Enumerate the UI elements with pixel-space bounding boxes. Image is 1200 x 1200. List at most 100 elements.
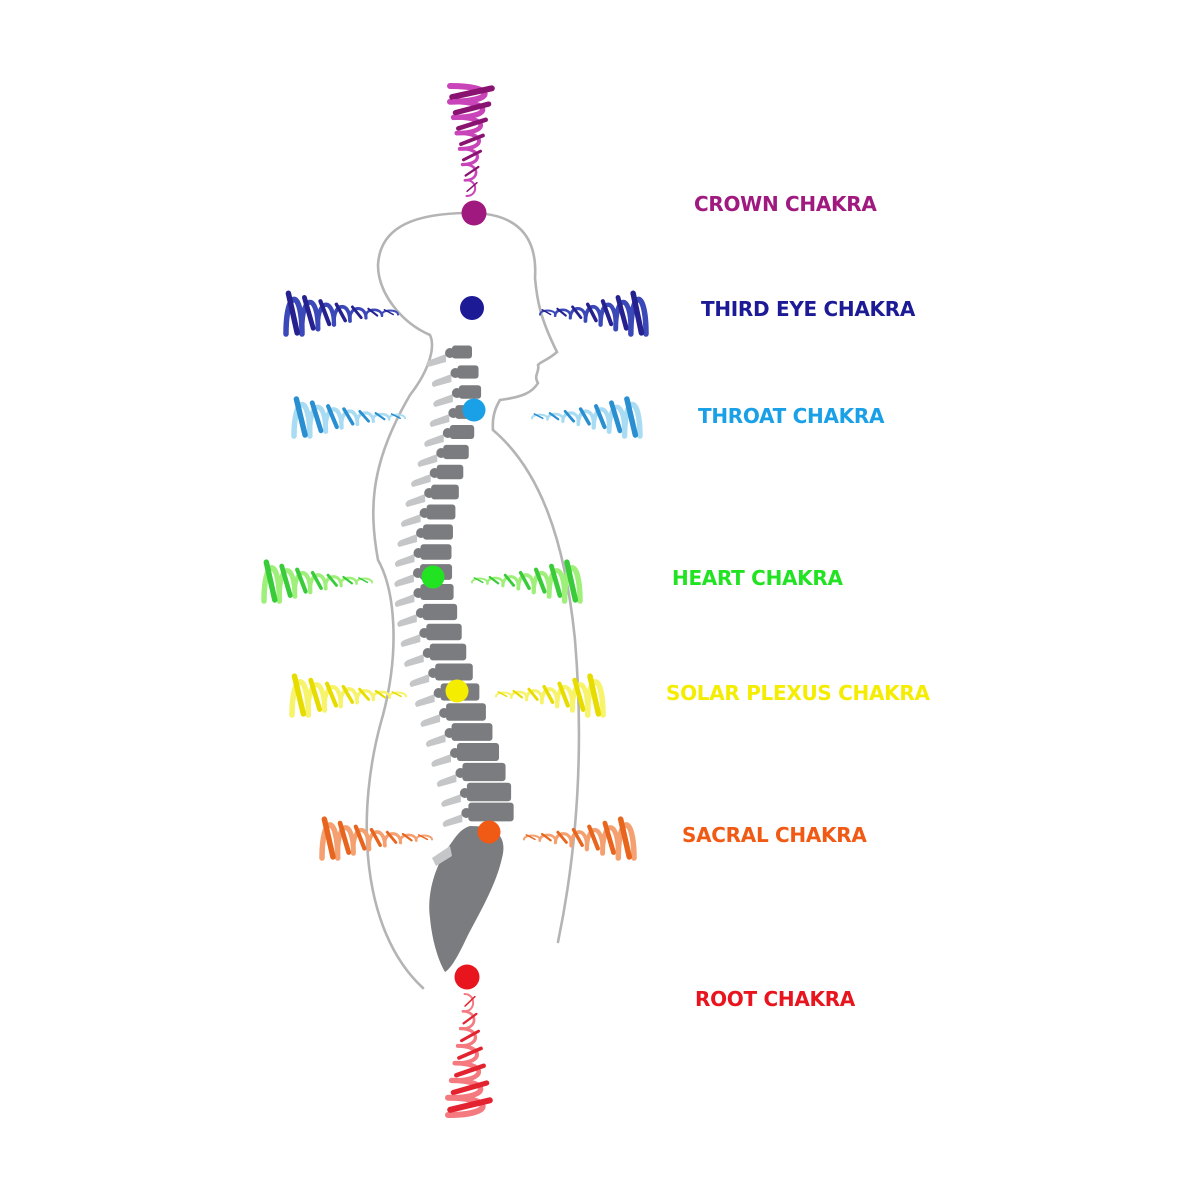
wave-strand-dark [358,687,370,701]
wave-strand-dark [630,290,645,336]
wave-strand-dark [556,307,567,317]
spinous-process [400,634,421,647]
throat-chakra-label: THROAT CHAKRA [698,404,885,428]
wave-strand-dark [542,684,555,704]
root-energy-wave [445,993,493,1118]
spinous-process [442,814,463,827]
spinous-process [426,354,446,367]
vertebra-joint [442,428,453,438]
body-back-outline [491,428,581,944]
vertebra-joint [413,588,424,598]
wave-strand-dark [541,309,552,316]
spinous-process [394,594,415,607]
wave-strand-light [388,691,407,698]
vertebra-joint [445,348,455,358]
vertebra [443,444,469,460]
spinous-process [424,434,444,447]
wave-strand-dark [571,827,584,847]
wave-strand-dark [301,295,316,331]
wave-strand-dark [462,1012,478,1025]
wave-strand-dark [417,834,429,841]
solar-plexus-chakra-label: SOLAR PLEXUS CHAKRA [666,681,930,705]
human-body-outline [365,211,581,990]
wave-strand-dark [503,573,516,587]
heart-wave-left [261,559,373,604]
wave-strand-dark [321,816,336,860]
vertebra [458,385,482,399]
vertebra [462,762,506,782]
spinous-process [436,774,457,787]
vertebra [468,802,514,822]
wave-strand-dark [600,299,614,327]
crown-energy-wave [447,83,495,197]
spine [394,345,514,972]
wave-strand-dark [374,412,386,421]
wave-strand-dark [310,570,323,590]
wave-strand-dark [342,407,355,426]
wave-strand-dark [578,407,591,426]
wave-strand-light [465,179,477,197]
wave-strand-dark [461,149,483,162]
energy-waves [261,83,649,1118]
wave-strand-dark [309,400,324,434]
wave-strand-dark [293,396,308,438]
wave-strand-dark [454,1063,486,1078]
vertebra-joint [461,808,472,818]
heart-wave-right [471,559,583,604]
vertebra-joint [416,528,427,538]
wave-strand-dark [324,681,339,708]
throat-chakra-point [462,398,486,422]
vertebra [420,544,452,560]
wave-strand-dark [549,563,563,598]
vertebra-joint [413,548,424,558]
wave-strand-dark [295,567,308,594]
third-eye-chakra-point [460,296,484,320]
wave-strand-dark [587,673,602,717]
spinous-process [429,414,450,427]
spinous-process [411,474,431,487]
wave-strand-dark [525,834,536,841]
vertebra [452,345,472,359]
sacrum [429,826,504,972]
spinous-process [394,554,415,567]
root-chakra-point [454,964,480,990]
vertebra-joint [444,728,455,738]
wave-strand-light [445,1094,486,1118]
wave-strand-dark [367,307,379,317]
heart-chakra-point [421,565,445,589]
vertebra-joint [419,508,430,518]
spinous-process [409,674,430,687]
wave-strand-dark [497,691,508,698]
vertebra [426,504,456,520]
wave-strand-dark [369,827,382,847]
sacral-wave-left [319,816,433,861]
wave-strand-dark [587,824,600,851]
wave-strand-dark [548,412,560,421]
vertebra [420,584,454,600]
spinous-process [431,374,452,387]
spinous-process [401,514,421,527]
solar-plexus-wave-left [289,673,407,718]
solar-plexus-chakra-point [445,679,469,703]
wave-strand-dark [449,85,495,100]
wave-strand-dark [585,302,598,323]
body-front-outline [365,211,559,990]
vertebra [426,623,462,641]
wave-strand-dark [383,309,394,316]
wave-strand-dark [318,299,332,327]
vertebra-joint [450,368,461,378]
throat-wave-right [531,396,643,439]
wave-strand-dark [512,689,524,699]
vertebra-joint [448,408,459,418]
spinous-process [394,574,414,587]
third-eye-energy-wave [283,290,649,337]
third-eye-wave-right [539,290,649,337]
wave-strand-light [388,413,406,420]
vertebra [446,703,486,721]
vertebra [449,425,475,439]
chakra-points [421,200,501,990]
vertebra [423,524,453,540]
wave-strand-dark [593,404,607,430]
wave-strand-dark [540,832,552,842]
